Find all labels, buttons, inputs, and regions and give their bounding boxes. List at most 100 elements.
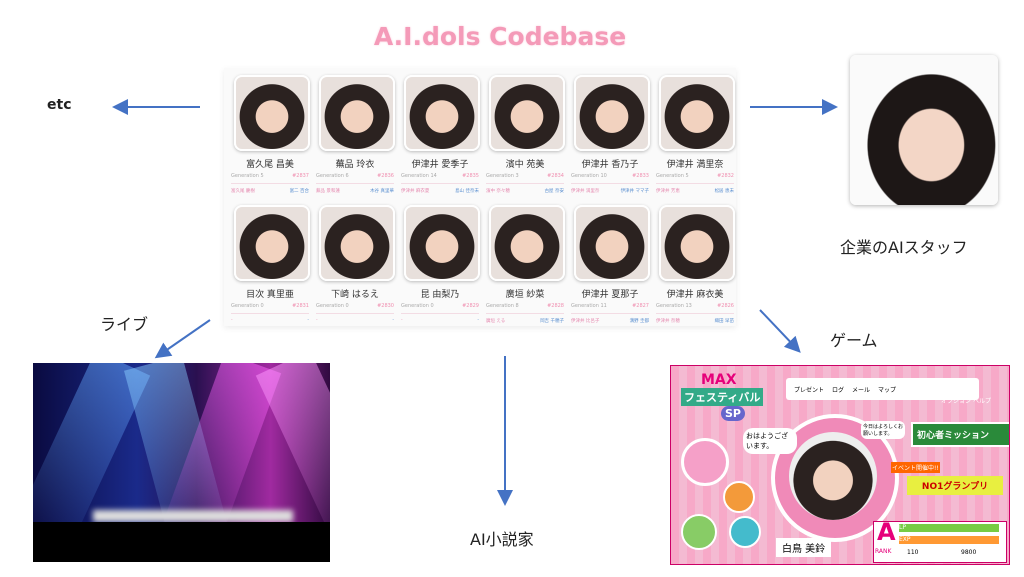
arrow-to-live — [154, 319, 211, 359]
lesson-button[interactable] — [723, 481, 755, 513]
rank-value: A — [877, 518, 896, 546]
member-name: 濱中 苑美 — [505, 160, 545, 170]
father-link[interactable]: - — [477, 318, 479, 323]
member-generation: Generation 5 — [231, 173, 264, 179]
story-button[interactable] — [681, 514, 717, 550]
mother-link[interactable]: 伊津井 麻衣夏 — [401, 189, 430, 194]
present-button[interactable]: プレゼント — [794, 386, 825, 394]
ai-staff-photo — [850, 55, 998, 205]
mother-link[interactable]: 伊津井 満里奈 — [571, 189, 600, 194]
member-card[interactable]: 伊津井 満里奈 Generation 5#2832 伊津井 芳恵松居 恵未 — [656, 75, 735, 194]
option-button[interactable]: オプション — [941, 398, 972, 405]
father-link[interactable]: - — [392, 318, 394, 323]
member-generation: Generation 0 — [316, 303, 349, 309]
log-button[interactable]: ログ — [832, 386, 845, 394]
member-name: 伊津井 愛季子 — [411, 160, 469, 170]
member-photo — [319, 75, 395, 151]
member-photo — [574, 205, 650, 281]
member-card[interactable]: 富久尾 昌美 Generation 5 #2837 富久尾 慶樹 富二 百合 — [231, 75, 310, 194]
father-link[interactable]: 岡吉 千穂子 — [540, 319, 564, 324]
game-logo-sp: SP — [721, 406, 745, 421]
mother-link[interactable]: 伊津井 奈穂 — [656, 319, 680, 324]
mother-link[interactable]: 伊津井 芳恵 — [656, 189, 680, 194]
father-link[interactable]: 古屋 奈安 — [544, 189, 564, 194]
label-ai-staff: 企業のAIスタッフ — [840, 238, 968, 257]
member-name: 廣垣 紗菜 — [505, 290, 545, 300]
member-generation: Generation 10 — [571, 173, 607, 179]
mission-button[interactable]: 初心者ミッション — [911, 422, 1009, 447]
grandprix-button[interactable]: NO1グランプリ — [907, 476, 1003, 495]
member-card[interactable]: 目次 真里亜 Generation 0 #2831 - - — [231, 205, 310, 323]
member-photo — [489, 205, 565, 281]
help-button[interactable]: ヘルプ — [973, 398, 992, 405]
father-link[interactable]: - — [307, 318, 309, 323]
live-concert-image — [33, 363, 330, 562]
member-photo — [659, 205, 735, 281]
member-photo — [404, 205, 480, 281]
member-id: #2829 — [462, 303, 479, 309]
member-card[interactable]: 伊津井 麻衣美 Generation 13#2826 伊津井 奈穂織田 早苗 — [656, 205, 735, 324]
mother-link[interactable]: - — [316, 318, 318, 323]
mother-link[interactable]: 廣垣 える — [486, 319, 506, 324]
member-card[interactable]: 伊津井 夏那子 Generation 11 #2827 伊津井 比呂子 溝野 圭都 — [571, 205, 650, 324]
father-link[interactable]: 伊津井 ママ子 — [620, 189, 649, 194]
character-name: 白鳥 美鈴 — [776, 538, 832, 557]
member-generation: Generation 13 — [656, 303, 692, 309]
father-link[interactable]: 木谷 真里華 — [370, 189, 394, 194]
member-id: #2835 — [462, 173, 479, 179]
member-id: #2837 — [292, 173, 309, 179]
map-button[interactable]: マップ — [878, 386, 897, 394]
member-photo — [234, 75, 310, 151]
member-card[interactable]: 蕪品 玲衣 Generation 6#2836 蕪品 景和蓮木谷 真里華 — [316, 75, 395, 194]
diagram-title: A.I.dols Codebase — [373, 22, 627, 51]
speech-bubble: おはようございます。 — [743, 428, 797, 454]
member-card[interactable]: 廣垣 紗菜 Generation 8#2828 廣垣 える岡吉 千穂子 — [486, 205, 565, 324]
member-name: 昆 由梨乃 — [420, 290, 460, 300]
father-link[interactable]: 島山 佳奈未 — [455, 189, 479, 194]
mother-link[interactable]: 蕪品 景和蓮 — [316, 189, 340, 194]
game-screenshot: MAX フェスティバル SP プレゼント ログ メール マップ オプション ヘル… — [670, 365, 1010, 565]
game-menu-bar: プレゼント ログ メール マップ — [786, 378, 979, 400]
member-card[interactable]: 濱中 苑美 Generation 3#2834 濱中 奈々穂古屋 奈安 — [486, 75, 565, 194]
mother-link[interactable]: - — [231, 318, 233, 323]
member-photo — [659, 75, 735, 151]
member-card[interactable]: 伊津井 香乃子 Generation 10#2833 伊津井 満里奈伊津井 ママ… — [571, 75, 650, 194]
member-id: #2828 — [547, 303, 564, 309]
member-id: #2830 — [377, 303, 394, 309]
member-name: 蕪品 玲衣 — [335, 160, 375, 170]
coordinate-button[interactable] — [729, 516, 761, 548]
mother-link[interactable]: 濱中 奈々穂 — [486, 189, 510, 194]
father-link[interactable]: 溝野 圭都 — [629, 319, 649, 324]
member-id: #2831 — [292, 303, 309, 309]
member-name: 富久尾 昌美 — [246, 160, 294, 170]
member-name: 目次 真里亜 — [246, 290, 294, 300]
mail-button[interactable]: メール — [852, 386, 871, 394]
father-link[interactable]: 松居 恵未 — [714, 189, 734, 194]
member-generation: Generation 11 — [571, 303, 607, 309]
member-id: #2827 — [632, 303, 649, 309]
game-logo-sub: フェスティバル — [681, 388, 764, 406]
member-id: #2832 — [717, 173, 734, 179]
sing-button[interactable] — [681, 438, 729, 486]
father-link[interactable]: 富二 百合 — [289, 189, 309, 194]
member-name: 伊津井 夏那子 — [581, 290, 639, 300]
member-generation: Generation 0 — [231, 303, 264, 309]
level-value: 110 — [907, 549, 919, 556]
member-card[interactable]: 昆 由梨乃 Generation 0#2829 -- — [401, 205, 480, 323]
label-live: ライブ — [100, 315, 149, 334]
member-card[interactable]: 伊津井 愛季子 Generation 14#2835 伊津井 麻衣夏島山 佳奈未 — [401, 75, 480, 194]
label-ai-novelist: AI小説家 — [470, 530, 534, 549]
mother-link[interactable]: 伊津井 比呂子 — [571, 319, 600, 324]
member-id: #2836 — [377, 173, 394, 179]
father-link[interactable]: 織田 早苗 — [714, 319, 734, 324]
mother-link[interactable]: 富久尾 慶樹 — [231, 189, 255, 194]
member-generation: Generation 5 — [656, 173, 689, 179]
lp-bar: LP — [899, 524, 999, 532]
member-photo — [404, 75, 480, 151]
member-card[interactable]: 下崎 はるえ Generation 0#2830 -- — [316, 205, 395, 323]
member-photo — [574, 75, 650, 151]
arrow-to-game — [759, 309, 801, 353]
member-photo — [234, 205, 310, 281]
mother-link[interactable]: - — [401, 318, 403, 323]
member-generation: Generation 3 — [486, 173, 519, 179]
